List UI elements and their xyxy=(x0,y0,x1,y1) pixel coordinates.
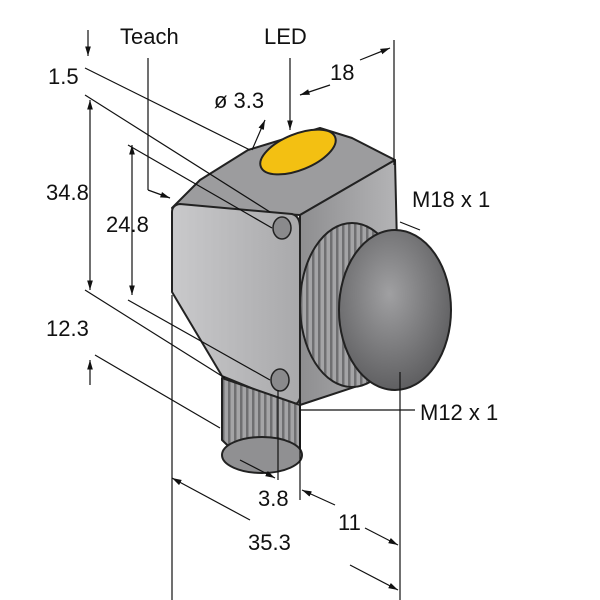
label-teach: Teach xyxy=(120,24,179,49)
dim-11: 11 xyxy=(338,510,361,535)
thread-m18: M18 x 1 xyxy=(412,187,490,212)
m12-connector xyxy=(221,377,303,474)
mounting-hole-top xyxy=(272,216,292,240)
dim-34-8: 34.8 xyxy=(46,180,89,205)
lens xyxy=(338,229,452,391)
mounting-hole-bottom xyxy=(270,368,290,392)
dim-12-3: 12.3 xyxy=(46,316,89,341)
dim-24-8: 24.8 xyxy=(106,212,149,237)
label-led: LED xyxy=(264,24,307,49)
dim-35-3: 35.3 xyxy=(248,530,291,555)
dim-3-8: 3.8 xyxy=(258,486,289,511)
m18-lens-barrel xyxy=(299,222,452,391)
dim-1-5: 1.5 xyxy=(48,64,79,89)
sensor-body xyxy=(171,127,452,474)
led-indicator xyxy=(259,128,337,176)
dim-18: 18 xyxy=(330,60,354,85)
dimension-lines xyxy=(84,30,421,600)
dim-dia-3-3: ø 3.3 xyxy=(214,88,264,113)
thread-m12: M12 x 1 xyxy=(420,400,498,425)
